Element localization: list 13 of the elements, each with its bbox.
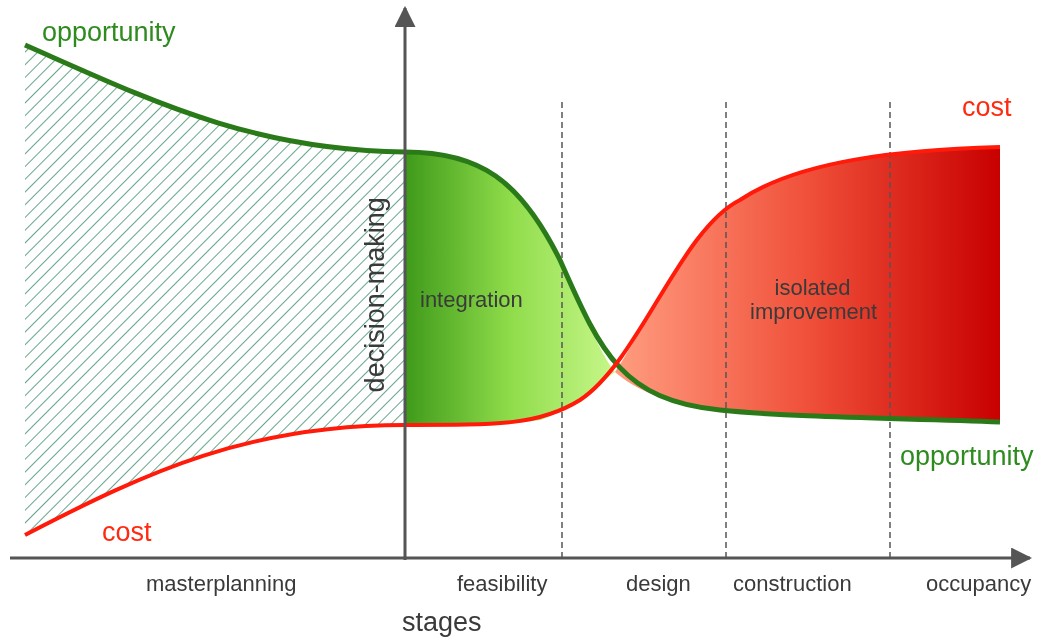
axis-label: decision-making: [360, 197, 390, 393]
stage-label: occupancy: [926, 572, 1032, 597]
axis-label: stages: [402, 608, 482, 638]
stage-label: masterplanning: [146, 572, 297, 597]
curve-label: opportunity: [900, 442, 1034, 472]
stage-label: design: [626, 572, 691, 597]
region-label: isolated improvement: [750, 276, 875, 325]
stage-label: construction: [733, 572, 852, 597]
curve-label: cost: [962, 93, 1012, 123]
curve-label: cost: [102, 518, 152, 548]
curve-label: opportunity: [42, 18, 176, 48]
stage-label: feasibility: [457, 572, 548, 597]
region-label: integration: [420, 288, 523, 313]
